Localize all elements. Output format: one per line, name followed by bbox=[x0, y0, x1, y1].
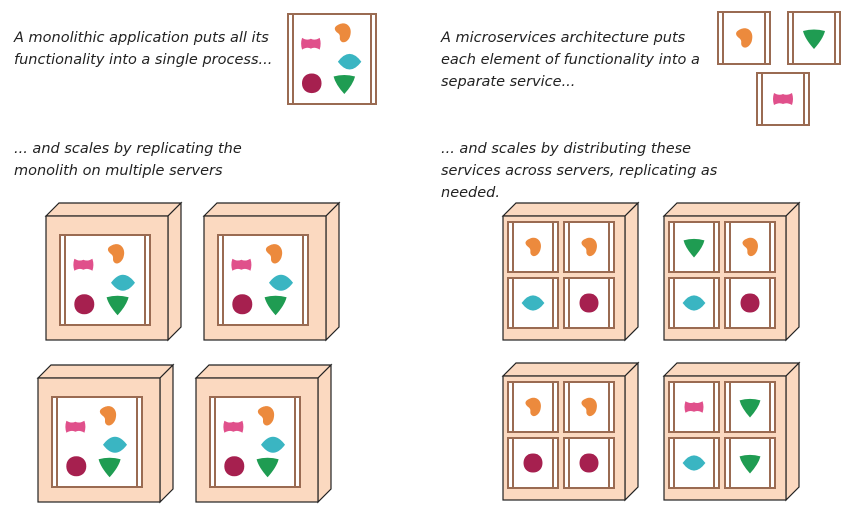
frame-border bbox=[217, 234, 309, 326]
microservice-frame bbox=[787, 11, 841, 65]
server-side-face bbox=[159, 363, 174, 504]
server-side-face bbox=[624, 201, 639, 342]
service-instance-frame bbox=[724, 437, 776, 489]
microservice-server bbox=[662, 201, 801, 342]
server-side-face bbox=[167, 201, 182, 342]
server-side-face bbox=[325, 201, 340, 342]
service-instance-frame bbox=[563, 437, 615, 489]
server-top-face bbox=[36, 364, 175, 379]
maroon-service-shape bbox=[740, 293, 760, 313]
monolith-frame bbox=[59, 234, 151, 326]
server-side-face bbox=[785, 361, 800, 502]
microservice-server bbox=[662, 361, 801, 502]
monolith-frame bbox=[287, 13, 377, 105]
server-top-face bbox=[202, 202, 341, 217]
service-instance-frame bbox=[507, 221, 559, 273]
pink-service-shape bbox=[231, 258, 252, 271]
server-top-face bbox=[44, 202, 183, 217]
monolith-frame bbox=[209, 396, 301, 488]
service-instance-frame bbox=[668, 437, 720, 489]
maroon-service-shape bbox=[232, 294, 253, 315]
diagram-layer bbox=[36, 11, 841, 504]
pink-service-shape bbox=[223, 420, 244, 433]
service-instance-frame bbox=[563, 277, 615, 329]
service-instance-frame bbox=[507, 277, 559, 329]
microservices-intro-caption: A microservices architecture puts each e… bbox=[441, 30, 700, 90]
service-instance-frame bbox=[507, 437, 559, 489]
microservice-frame bbox=[717, 11, 771, 65]
service-instance-frame bbox=[724, 221, 776, 273]
server-top-face bbox=[194, 364, 333, 379]
monolith-intro-caption: A monolithic application puts all its fu… bbox=[14, 30, 273, 68]
monolith-server bbox=[44, 201, 183, 342]
server-top-face bbox=[662, 362, 801, 377]
server-top-face bbox=[501, 202, 640, 217]
server-top-face bbox=[501, 362, 640, 377]
monolith-frame bbox=[217, 234, 309, 326]
frame-border bbox=[668, 277, 720, 329]
microservice-server bbox=[501, 361, 640, 502]
service-instance-frame bbox=[563, 381, 615, 433]
monolith-server bbox=[202, 201, 341, 342]
maroon-service-shape bbox=[74, 294, 95, 315]
server-side-face bbox=[624, 361, 639, 502]
service-instance-frame bbox=[724, 381, 776, 433]
monolith-frame bbox=[51, 396, 143, 488]
frame-border bbox=[51, 396, 143, 488]
frame-border bbox=[563, 277, 615, 329]
service-instance-frame bbox=[668, 221, 720, 273]
pink-service-shape bbox=[73, 258, 94, 271]
service-instance-frame bbox=[507, 381, 559, 433]
frame-border bbox=[59, 234, 151, 326]
microservice-server bbox=[501, 201, 640, 342]
maroon-service-shape bbox=[66, 456, 87, 477]
frame-border bbox=[209, 396, 301, 488]
maroon-service-shape bbox=[224, 456, 245, 477]
microservices-scale-caption: ... and scales by distributing these ser… bbox=[441, 141, 718, 201]
maroon-service-shape bbox=[579, 293, 599, 313]
frame-border bbox=[287, 13, 377, 105]
server-top-face bbox=[662, 202, 801, 217]
pink-service-shape bbox=[65, 420, 86, 433]
service-instance-frame bbox=[724, 277, 776, 329]
service-instance-frame bbox=[668, 277, 720, 329]
pink-service-shape bbox=[684, 401, 704, 413]
monolith-server bbox=[36, 363, 175, 504]
server-side-face bbox=[785, 201, 800, 342]
pink-service-shape bbox=[301, 37, 321, 50]
maroon-service-shape bbox=[579, 453, 599, 473]
maroon-service-shape bbox=[523, 453, 543, 473]
pink-service-shape bbox=[773, 93, 793, 105]
maroon-service-shape bbox=[301, 73, 322, 94]
microservice-frame bbox=[756, 72, 810, 126]
service-instance-frame bbox=[668, 381, 720, 433]
monolith-server bbox=[194, 363, 333, 504]
server-side-face bbox=[317, 363, 332, 504]
service-instance-frame bbox=[563, 221, 615, 273]
monolith-scale-caption: ... and scales by replicating the monoli… bbox=[14, 141, 242, 179]
